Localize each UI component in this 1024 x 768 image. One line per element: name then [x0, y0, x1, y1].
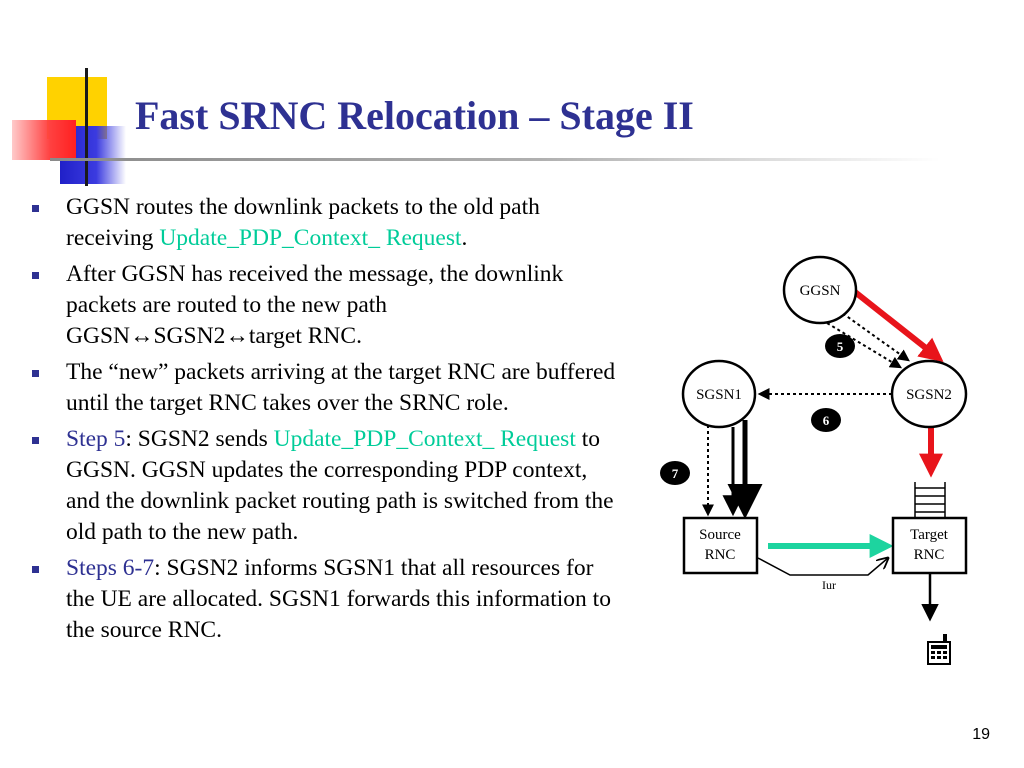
- sgsn1-label: SGSN1: [696, 387, 742, 403]
- bullet-text: : SGSN2 informs SGSN1 that all resources…: [66, 555, 611, 643]
- step6-label: 6: [823, 413, 830, 428]
- step7-badge: [660, 461, 690, 485]
- iur-label: Iur: [822, 578, 836, 592]
- mobile-phone-icon: [927, 634, 951, 665]
- source-rnc-label-line2: RNC: [705, 547, 736, 563]
- bullet-item: Steps 6-7: SGSN2 informs SGSN1 that all …: [28, 553, 618, 646]
- slide-title: Fast SRNC Relocation – Stage II: [135, 93, 694, 138]
- iur-link: [757, 558, 888, 576]
- bullet-square-icon: [32, 205, 39, 212]
- step6-badge: [811, 408, 841, 432]
- bullet-item: After GGSN has received the message, the…: [28, 259, 618, 352]
- bullet-text: GGSN routes the downlink packets to the …: [66, 194, 540, 251]
- step-reference-text: Steps 6-7: [66, 555, 155, 581]
- target-rnc-label-line2: RNC: [914, 547, 945, 563]
- bullet-text: After GGSN has received the message, the…: [66, 261, 564, 349]
- bullet-text: to GGSN. GGSN updates the corresponding …: [66, 426, 614, 545]
- ggsn-node: [782, 255, 858, 325]
- sgsn1-node: [681, 359, 757, 429]
- bullet-square-icon: [32, 272, 39, 279]
- message-name-text: Update_PDP_Context_ Request: [273, 426, 576, 452]
- bullet-square-icon: [32, 437, 39, 444]
- ggsn-label: GGSN: [800, 283, 841, 299]
- source-rnc-node: [682, 516, 759, 575]
- step5-arrow-b: [837, 309, 910, 362]
- bullet-text: : SGSN2 sends: [125, 426, 274, 452]
- sgsn2-label: SGSN2: [906, 387, 952, 403]
- bullet-item: GGSN routes the downlink packets to the …: [28, 192, 618, 254]
- step5-label: 5: [837, 339, 844, 354]
- message-name-text: Update_PDP_Context_ Request: [159, 225, 462, 251]
- bullet-text: The “new” packets arriving at the target…: [66, 359, 616, 416]
- bullet-item: The “new” packets arriving at the target…: [28, 357, 618, 419]
- step7-label: 7: [672, 466, 679, 481]
- target-rnc-node: [891, 516, 968, 575]
- bullet-square-icon: [32, 566, 39, 573]
- source-rnc-label-line1: Source: [699, 527, 741, 543]
- step5-badge: [825, 334, 855, 358]
- srnc-relocation-diagram: Iur GGSN SGSN1 SGSN2 Source RNC Target R…: [660, 255, 968, 665]
- ggsn-sgsn2-new-path-arrow: [853, 289, 944, 362]
- target-rnc-label-line1: Target: [910, 527, 949, 543]
- bullet-text: .: [461, 225, 468, 251]
- deco-vertical-line: [85, 68, 88, 186]
- bullet-item: Step 5: SGSN2 sends Update_PDP_Context_ …: [28, 424, 618, 548]
- target-rnc-buffer: [914, 482, 946, 518]
- title-underline: [50, 158, 940, 161]
- bullet-square-icon: [32, 370, 39, 377]
- bullet-list: GGSN routes the downlink packets to the …: [28, 192, 618, 651]
- step-reference-text: Step 5: [66, 426, 126, 452]
- page-number: 19: [972, 726, 990, 743]
- sgsn2-node: [890, 359, 968, 429]
- deco-red-square: [12, 120, 76, 160]
